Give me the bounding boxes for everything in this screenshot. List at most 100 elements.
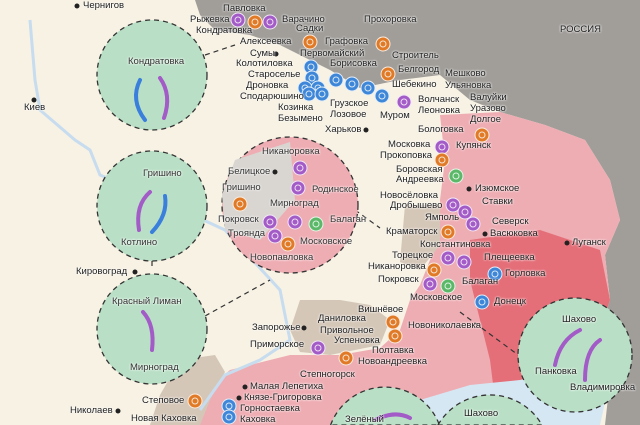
place-label: Графовка (325, 36, 368, 47)
city-dot-icon (301, 325, 307, 331)
artillery-icon (465, 216, 481, 232)
artillery-icon (292, 160, 308, 176)
place-label: Садки (296, 23, 324, 34)
city-dot-icon (242, 384, 248, 390)
arrow-blue-up (134, 78, 147, 122)
explosion-icon (280, 236, 296, 252)
pokrovsk-gray-zone (222, 142, 295, 240)
arrow-purple-west (373, 412, 412, 422)
place-label: Прохоровка (364, 14, 417, 25)
place-label: Леоновка (418, 105, 461, 116)
inset-label: Московское (300, 236, 353, 247)
inset-label: Котлино (121, 237, 158, 248)
place-label: Ставки (482, 196, 513, 207)
artillery-icon (230, 12, 246, 28)
inset-circle-pankovka (517, 297, 633, 413)
inset-circle-shakhovo (437, 394, 543, 425)
explosion-icon (387, 328, 403, 344)
place-label: Долгое (470, 114, 501, 125)
place-label: Малая Лепетиха (250, 381, 324, 392)
place-label: Сподарюшино (240, 91, 304, 102)
inset-label: Родинское (312, 184, 359, 195)
place-label: Дробышево (390, 200, 443, 211)
inset-circle-kondratovka (96, 19, 208, 131)
drone-strike-icon (487, 266, 503, 282)
place-label: Купянск (456, 140, 491, 151)
place-label: Безымено (278, 113, 323, 124)
drone-strike-icon (474, 294, 490, 310)
inset-label: Мирноград (270, 198, 319, 209)
place-label: Шебекино (392, 79, 437, 90)
place-label: Князе-Григоровка (244, 392, 322, 403)
inset-circle-grishino (96, 150, 208, 262)
place-label: Ямполь (425, 212, 460, 223)
place-label: Степногорск (300, 369, 355, 380)
place-label: Покровск (378, 274, 419, 285)
movement-arrows (134, 76, 602, 422)
artillery-icon (456, 254, 472, 270)
place-label: Северск (492, 216, 529, 227)
inset-label: Покровск (218, 214, 259, 225)
place-label: Староселье (248, 69, 301, 80)
place-label: Донецк (494, 296, 526, 307)
place-label: Горловка (505, 268, 546, 279)
place-label: Козинка (278, 102, 314, 113)
place-label: Чернигов (83, 0, 125, 11)
place-label: Кондратовка (196, 25, 253, 36)
city-dot-icon (236, 395, 242, 401)
explosion-icon (302, 34, 318, 50)
place-label: Изюмское (475, 183, 520, 194)
city-dot-icon (363, 127, 369, 133)
city-dot-icon (31, 97, 37, 103)
donbas-zone (400, 205, 440, 270)
place-label: Каховка (240, 414, 276, 425)
place-label: Московское (410, 292, 463, 303)
place-label: Борисовка (330, 58, 377, 69)
city-dot-icon (466, 186, 472, 192)
place-label: Ульяновка (445, 80, 492, 91)
place-label: Даниловка (318, 313, 366, 324)
place-label: Константиновка (420, 239, 491, 250)
artillery-icon (440, 250, 456, 266)
country-label: РОССИЯ (560, 24, 601, 35)
place-label: Луганск (572, 237, 606, 248)
place-label: Владимировка (570, 382, 636, 393)
captured-settlement-icon (440, 278, 456, 294)
city-dot-icon (273, 51, 279, 57)
place-label: Новая Каховка (131, 413, 197, 424)
captured-settlement-icon (448, 168, 464, 184)
inset-label: Гришино (143, 168, 182, 179)
inset-label: Новопавловка (250, 252, 314, 263)
place-label: Киев (24, 102, 46, 113)
place-label: Кировоград (76, 266, 128, 277)
captured-settlement-icon (308, 216, 324, 232)
arrow-purple-ne-1 (553, 328, 582, 367)
drone-strike-icon (344, 76, 360, 92)
artillery-icon (262, 14, 278, 30)
place-label: Новониколаевка (408, 320, 482, 331)
place-label: Прокоповка (380, 150, 433, 161)
artillery-icon (396, 94, 412, 110)
artillery-icon (287, 214, 303, 230)
russia-territory (195, 0, 640, 425)
inset-label: Красный Лиман (112, 296, 182, 307)
explosion-icon (187, 393, 203, 409)
place-label: Белгород (398, 64, 440, 75)
artillery-icon (290, 180, 306, 196)
place-label: Николаев (70, 405, 113, 416)
explosion-icon (232, 196, 248, 212)
inset-label: Мирноград (130, 362, 179, 373)
inset-label: Кондратовка (128, 56, 185, 67)
arrow-purple-down-2 (141, 310, 155, 352)
explosion-icon (380, 66, 396, 82)
place-label: Московка (388, 139, 431, 150)
place-label: Васюковка (490, 228, 538, 239)
arrow-purple-ne-2 (583, 338, 602, 382)
drone-strike-icon (314, 86, 330, 102)
inset-label: Гришино (222, 182, 261, 193)
place-label: Степовое (142, 395, 185, 406)
explosion-icon (247, 14, 263, 30)
place-label: Лозовое (330, 109, 367, 120)
inset-label: Троянда (228, 228, 266, 239)
place-label: Колотиловка (236, 58, 293, 69)
